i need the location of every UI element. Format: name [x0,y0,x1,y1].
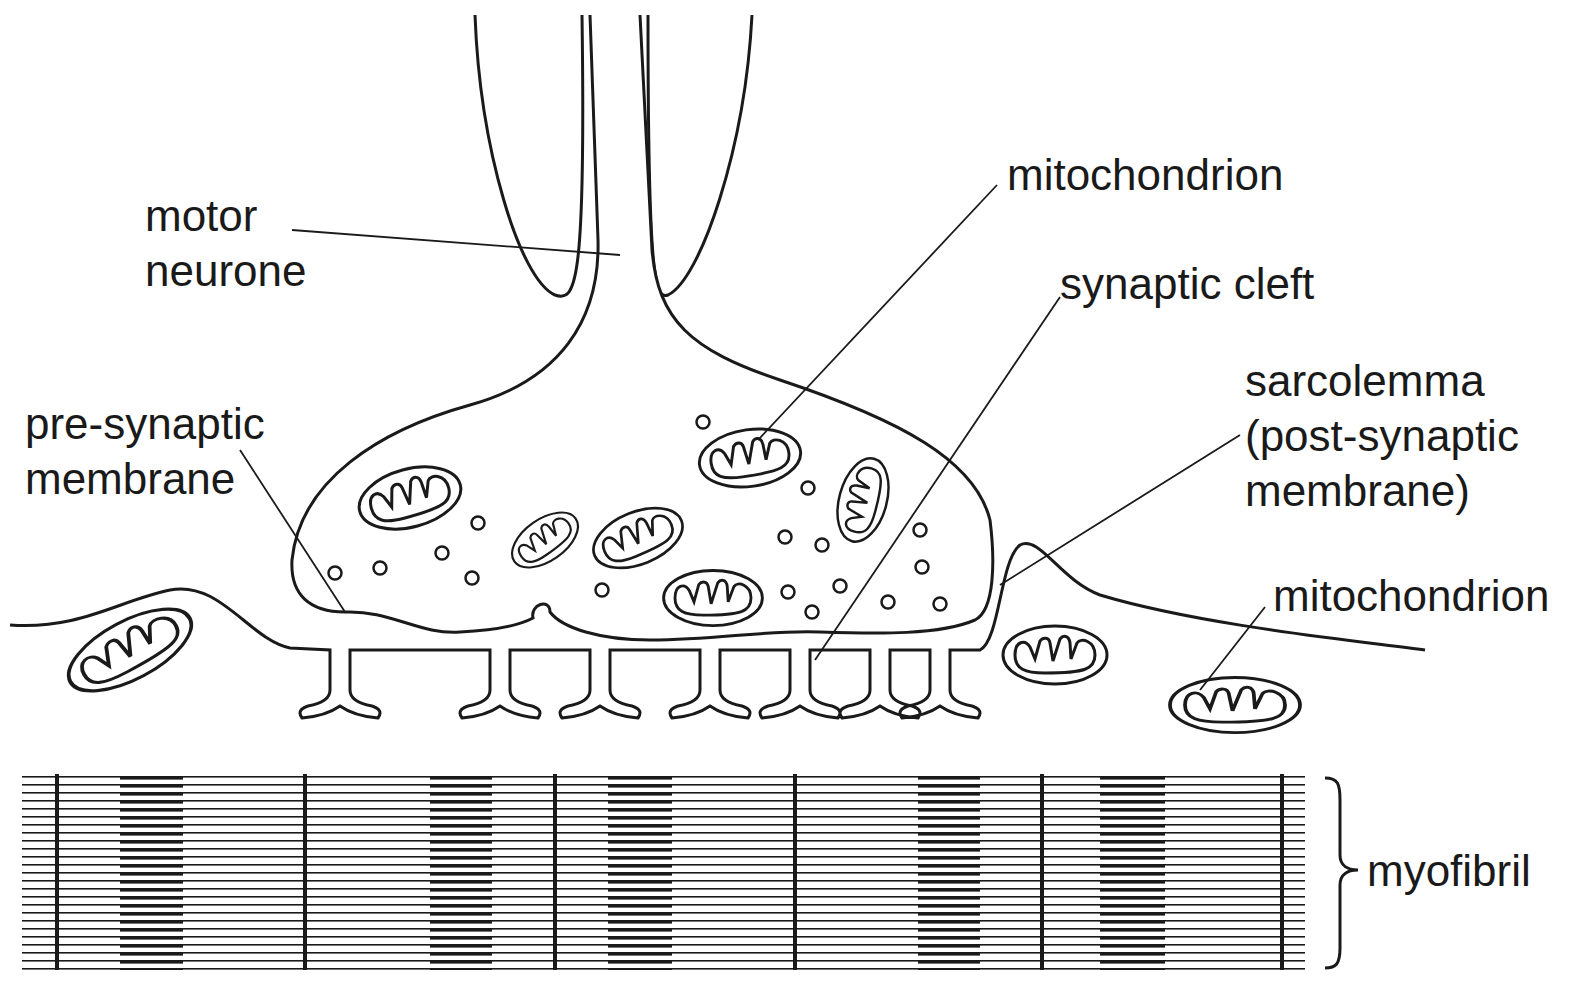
myofibril-drawing [22,774,1305,970]
leader-line [1200,607,1265,690]
leader-line [758,185,997,440]
vesicle [782,586,795,599]
bracket [1325,778,1358,968]
mitochondrion-icon [664,570,763,625]
axon-terminal [292,15,993,640]
mitochondrion-icon [352,457,467,540]
z-line [793,774,797,970]
a-band [1100,776,1165,970]
vesicle [816,539,829,552]
structure-label: myofibril [1367,843,1531,898]
z-line [553,774,557,970]
a-band [120,776,183,970]
vesicle [374,562,387,575]
vesicle [329,567,342,580]
vesicle [934,598,947,611]
structure-label: mitochondrion [1007,147,1283,202]
vesicle [596,584,609,597]
vesicle [436,547,449,560]
structure-label: mitochondrion [1273,568,1549,623]
a-band [608,776,672,970]
mitochondrion-icon [696,423,805,493]
z-line [303,774,307,970]
mitochondrion-icon [502,501,587,578]
mitochondrion-icon [57,593,204,708]
myelin-sheath [475,15,583,296]
z-line [1280,774,1284,970]
synaptic-vesicles [329,416,947,619]
vesicle [802,482,815,495]
vesicle [472,517,485,530]
z-line [1040,774,1044,970]
mitochondria [57,423,1300,733]
vesicle [882,596,895,609]
vesicle [916,561,929,574]
myelin-sheath [648,15,752,296]
a-band [430,776,492,970]
structure-label: pre-synaptic membrane [25,396,295,506]
a-band [918,776,980,970]
structure-label: motor neurone [145,188,345,298]
mitochondrion-icon [585,496,691,579]
leader-line [1000,435,1240,585]
z-line [55,774,59,970]
vesicle [834,580,847,593]
structure-label: sarcolemma (post-synaptic membrane) [1245,353,1545,518]
vesicle [466,572,479,585]
mitochondrion-icon [829,453,897,548]
structure-label: synaptic cleft [1060,256,1314,311]
mitochondrion-icon [1003,626,1107,684]
vesicle [697,416,710,429]
vesicle [779,531,792,544]
leader-line [815,297,1060,660]
vesicle [914,524,927,537]
leader-line [240,450,345,612]
myofilaments [22,776,1305,970]
leader-line [292,230,620,255]
mitochondrion-icon [1170,677,1300,732]
vesicle [806,606,819,619]
